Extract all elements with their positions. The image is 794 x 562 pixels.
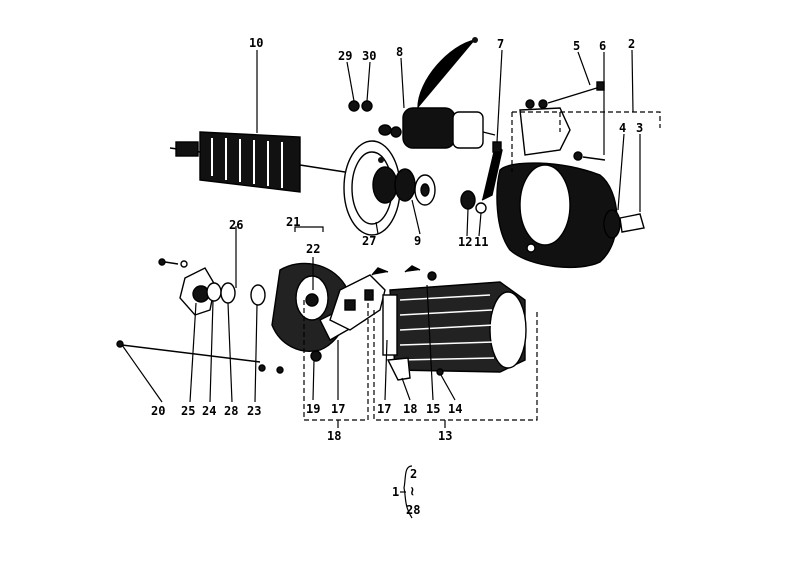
through-bolt xyxy=(116,340,261,363)
label-21: 21 xyxy=(286,215,300,229)
assembly-legend: 1 2 ≀ 28 xyxy=(392,465,420,519)
label-26: 26 xyxy=(229,218,243,232)
part-labels: 10 29 30 8 7 5 6 2 4 3 27 9 12 11 21 22 … xyxy=(151,36,643,443)
label-23: 23 xyxy=(247,404,261,418)
label-11: 11 xyxy=(474,235,488,249)
label-6: 6 xyxy=(599,39,606,53)
label-14: 14 xyxy=(448,402,462,416)
label-29: 29 xyxy=(338,49,352,63)
label-24: 24 xyxy=(202,404,216,418)
label-10: 10 xyxy=(249,36,263,50)
label-18: 18 xyxy=(403,402,417,416)
legend-bottom: 28 xyxy=(406,503,420,517)
label-17-left: 17 xyxy=(331,402,345,416)
cap-and-washers xyxy=(158,258,284,374)
label-2: 2 xyxy=(628,37,635,51)
label-28: 28 xyxy=(224,404,238,418)
legend-lead: 1 xyxy=(392,485,399,499)
label-30: 30 xyxy=(362,49,376,63)
brush-plate xyxy=(329,267,389,331)
washers-11-12 xyxy=(460,190,487,214)
label-25: 25 xyxy=(181,404,195,418)
label-8: 8 xyxy=(396,45,403,59)
solenoid xyxy=(378,37,496,149)
label-15: 15 xyxy=(426,402,440,416)
label-9: 9 xyxy=(414,234,421,248)
group-outlines xyxy=(303,111,661,428)
shift-lever xyxy=(481,141,503,201)
label-3: 3 xyxy=(636,121,643,135)
label-12: 12 xyxy=(458,235,472,249)
drive-housing xyxy=(496,107,645,268)
label-5: 5 xyxy=(573,39,580,53)
label-22: 22 xyxy=(306,242,320,256)
label-18-group: 18 xyxy=(327,429,341,443)
drive-pinion xyxy=(372,166,436,206)
legend-mid: ≀ xyxy=(410,484,415,498)
leader-lines xyxy=(121,49,641,403)
armature xyxy=(169,131,346,193)
label-4: 4 xyxy=(619,121,626,135)
label-27: 27 xyxy=(362,234,376,248)
label-19: 19 xyxy=(306,402,320,416)
label-17-right: 17 xyxy=(377,402,391,416)
bolts-5-6 xyxy=(525,81,606,161)
field-frame xyxy=(382,265,527,381)
legend-top: 2 xyxy=(410,467,417,481)
label-7: 7 xyxy=(497,37,504,51)
nuts-29-30 xyxy=(348,100,373,112)
label-20: 20 xyxy=(151,404,165,418)
label-13: 13 xyxy=(438,429,452,443)
